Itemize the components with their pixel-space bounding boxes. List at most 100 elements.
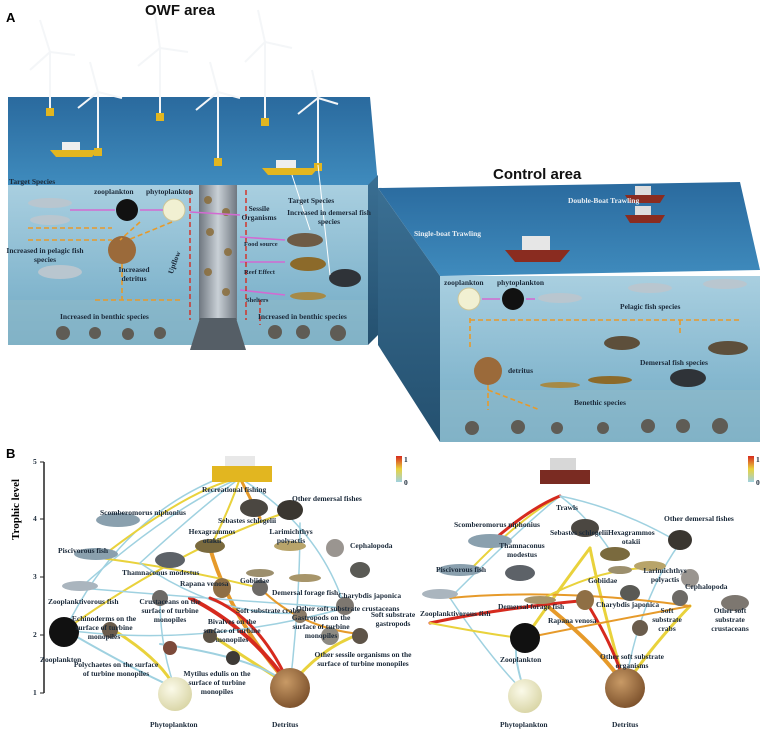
left-demersal-forage-label: Demersal forage fish: [272, 588, 339, 597]
right-detritus-node: [605, 668, 645, 708]
left-gobiidae-node: [246, 569, 274, 577]
left-polychaetes-node: [163, 641, 177, 655]
panel-a-letter: A: [6, 10, 16, 25]
left-demersal-forage-node: [289, 574, 321, 582]
owf-target-species-right: Target Species: [288, 196, 335, 205]
panel-b-foodwebs: [40, 456, 754, 713]
owf-energy-flow-arrows: [28, 221, 180, 301]
control-demersal-fish-icons: [540, 336, 748, 388]
fishing-lines: [291, 164, 331, 276]
control-area-title: Control area: [493, 166, 582, 183]
left-zooplankton-node: [49, 617, 79, 647]
trophic-axis-title: Trophic level: [10, 478, 22, 540]
left-polychaetes-label: Polychaetes on the surface of turbine mo…: [73, 660, 159, 678]
trophic-tick-2: 2: [33, 630, 37, 639]
left-hexagrammos-node: [195, 539, 225, 553]
control-seabed: [440, 390, 760, 442]
left-charybdis-label: Charybdis japonica: [338, 591, 402, 600]
right-piscivorous-label: Piscivorous fish: [436, 565, 487, 574]
right-thamnaconus-node: [505, 565, 535, 581]
trophic-tick-5: 5: [33, 457, 37, 466]
left-mytilus-label: Mytilus edulis on the surface of turbine…: [183, 669, 251, 696]
left-crustaceans-node: [152, 590, 168, 606]
control-detritus-label: detritus: [508, 366, 533, 375]
right-sebastes-label: Sebastes schlegelii: [550, 528, 609, 537]
right-sebastes-node: [571, 519, 599, 537]
owf-target-species-left: Target Species: [9, 177, 56, 186]
left-echinoderms-label: Echinoderms on the surface of turbine mo…: [71, 614, 137, 641]
owf-sea-surface: [8, 97, 378, 185]
left-gastropods-label: Gastropods on the surface of turbine mon…: [291, 613, 351, 640]
left-sebastes-node: [240, 499, 268, 517]
owf-benthic-icons: [56, 325, 346, 341]
left-other-demersal-label: Other demersal fishes: [292, 494, 362, 503]
left-other-sessile-node: [321, 627, 339, 645]
control-phytoplankton-icon: [457, 287, 481, 311]
left-scomberomorus-label: Scomberomorus niphonius: [100, 508, 186, 517]
left-web-nodes: [49, 456, 370, 711]
control-sea-surface: [378, 182, 760, 276]
control-demersal-label: Demersal fish species: [640, 358, 708, 367]
left-other-crustaceans-label: Other soft substrate crustaceans: [296, 604, 400, 613]
left-detritus-label: Detritus: [272, 720, 299, 729]
left-phytoplankton-label: Phytoplankton: [150, 720, 198, 729]
owf-increased-pelagic: Increased in pelagic fish species: [6, 246, 84, 264]
control-double-boat-label: Double-Boat Trawling: [568, 196, 640, 205]
owf-food-source-label: Food source: [244, 241, 278, 248]
owf-zooplankton-icon: [116, 199, 138, 221]
left-other-demersal-node: [277, 500, 303, 520]
left-gastropods-node: [293, 609, 307, 623]
panel-a-illustration: [8, 9, 760, 442]
owf-detritus-icon: [108, 236, 136, 264]
left-thamnaconus-node: [155, 552, 185, 568]
right-soft-crabs-node: [672, 590, 688, 606]
right-demersal-forage-label: Demersal forage fish: [498, 602, 565, 611]
owf-reef-effect-label: Reef Effect: [244, 269, 275, 276]
right-other-soft-organisms-node: [632, 620, 648, 636]
trophic-axis-ticks: [40, 461, 44, 694]
left-mytilus-node: [226, 651, 240, 665]
right-rapana-node: [576, 590, 594, 610]
control-benthic-label: Benethic species: [574, 398, 626, 407]
right-zooplanktivorous-node: [422, 589, 458, 599]
left-legend-bar: [396, 456, 402, 482]
right-scomberomorus-node: [468, 534, 512, 548]
owf-pelagic-fish-icons: [28, 198, 82, 279]
left-scomberomorus-node: [96, 513, 140, 527]
left-sebastes-label: Sebastes schlegelii: [218, 516, 277, 525]
control-zooplankton-label: zooplankton: [444, 278, 484, 287]
left-rapana-node: [213, 578, 231, 598]
left-detritus-node: [270, 668, 310, 708]
left-soft-gastropods-label: Soft substrate gastropods: [370, 610, 416, 628]
left-fleet-label: Recreational fishing: [202, 485, 267, 494]
monopile-foundation: [190, 318, 246, 350]
right-cephalopoda-label: Cephalopoda: [685, 582, 728, 591]
owf-increased-benthic-right: Increased in benthic species: [258, 312, 347, 321]
wind-turbines: [29, 9, 339, 165]
left-other-crustaceans-node: [336, 597, 354, 615]
control-pelagic-fish-icons: [538, 279, 747, 303]
trophic-tick-4: 4: [33, 514, 37, 523]
right-other-soft-organisms-label: Other soft substrate organisms: [599, 652, 665, 670]
right-thamnaconus-label: Thamnaconus modestus: [499, 541, 545, 559]
owf-phytoplankton-label: phytoplankton: [146, 187, 194, 196]
left-zooplanktivorous-label: Zooplanktivorous fish: [48, 597, 119, 606]
left-crustaceans-label: Crustaceans on the surface of turbine mo…: [139, 597, 201, 624]
owf-demersal-fish-icons: [287, 233, 361, 300]
right-other-crustaceans-node: [721, 595, 749, 611]
owf-phytoplankton-icon: [162, 198, 186, 222]
right-legend-min: 0: [756, 478, 760, 487]
left-rapana-label: Rapana venosa: [180, 579, 229, 588]
trophic-tick-1: 1: [33, 688, 37, 697]
right-demersal-forage-node: [524, 596, 556, 604]
right-zooplankton-label: Zooplankton: [500, 655, 542, 664]
right-zooplanktivorous-label: Zooplanktivorous fish: [420, 609, 491, 618]
right-charybdis-node: [620, 585, 640, 601]
control-pelagic-label: Pelagic fish species: [620, 302, 681, 311]
right-hexagrammos-label: Hexagrammos otakii: [608, 528, 655, 546]
left-larimichthys-node: [274, 541, 306, 551]
right-legend-bar: [748, 456, 754, 482]
right-other-demersal-label: Other demersal fishes: [664, 514, 734, 523]
right-soft-crabs-label: Soft substrate crabs: [652, 606, 682, 633]
right-scomberomorus-label: Scomberomorus niphonius: [454, 520, 540, 529]
